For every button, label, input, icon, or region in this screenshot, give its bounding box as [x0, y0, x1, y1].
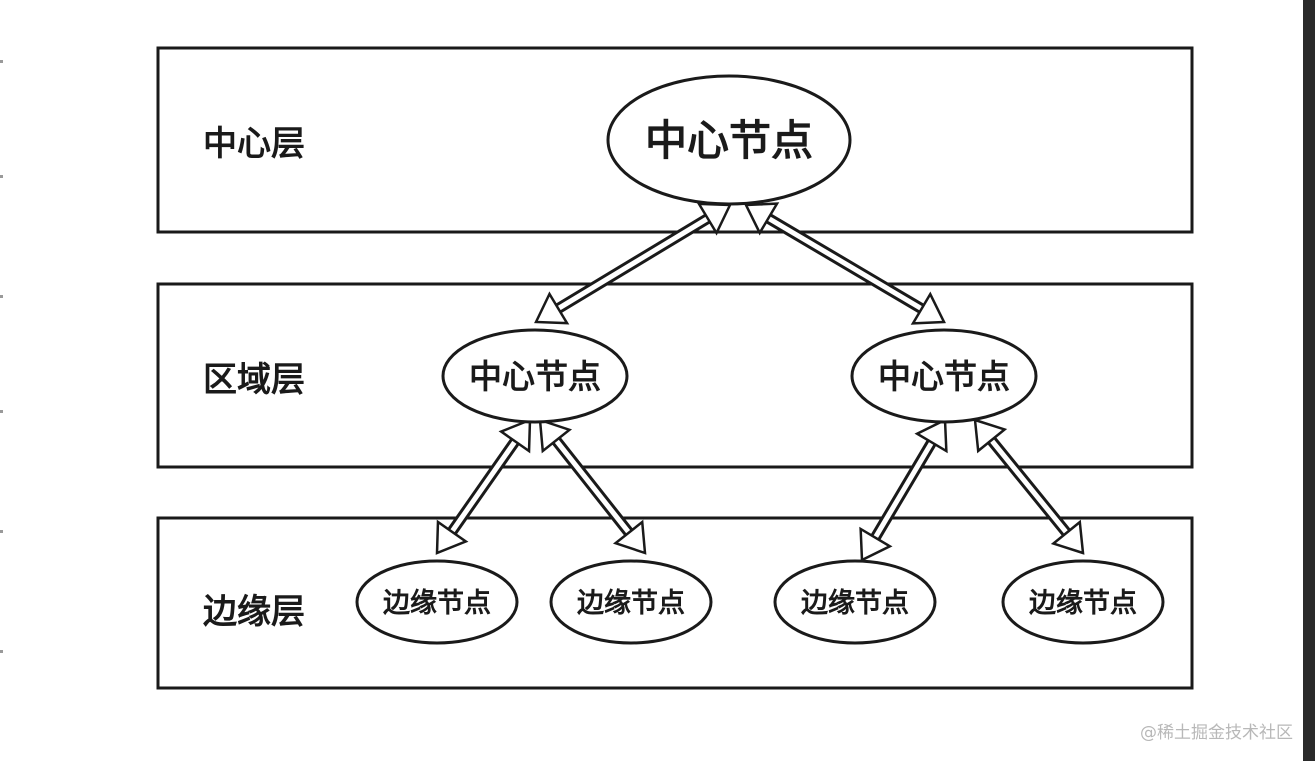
node-edge-3: 边缘节点	[773, 559, 937, 645]
connection-arrow-2	[744, 202, 946, 325]
arrow-head	[435, 519, 469, 555]
node-edge-2: 边缘节点	[549, 559, 713, 645]
arrow-head	[612, 519, 647, 555]
arrow-head	[910, 291, 946, 325]
connection-arrow-5	[859, 418, 948, 562]
connection-arrow-3	[435, 418, 532, 555]
node-region-1: 中心节点	[441, 328, 629, 424]
connection-arrow-6	[973, 418, 1085, 555]
arrow-head	[914, 418, 948, 454]
arrow-head	[538, 418, 573, 454]
layer-label-region: 区域层	[203, 360, 305, 400]
node-label-edge-2: 边缘节点	[577, 588, 685, 619]
arrow-shaft	[873, 441, 934, 539]
node-edge-1: 边缘节点	[355, 559, 519, 645]
arrow-head	[1050, 519, 1085, 555]
arrow-head	[534, 291, 570, 325]
arrow-shaft	[554, 438, 631, 535]
arrow-head	[744, 202, 780, 236]
arrow-shaft	[556, 216, 710, 311]
arrow-shaft	[767, 216, 923, 311]
node-center: 中心节点	[606, 74, 852, 206]
node-region-2: 中心节点	[850, 328, 1038, 424]
node-label-region-1: 中心节点	[469, 357, 601, 396]
watermark: @稀土掘金技术社区	[1140, 723, 1293, 743]
arrow-shaft	[989, 438, 1069, 535]
right-edge-bar	[1303, 0, 1315, 761]
layer-label-center: 中心层	[203, 124, 305, 164]
arrow-head	[498, 418, 532, 454]
connection-arrows	[435, 202, 1085, 562]
arrow-shaft	[449, 439, 518, 534]
node-label-center: 中心节点	[645, 116, 813, 165]
node-label-edge-3: 边缘节点	[801, 588, 909, 619]
node-label-edge-1: 边缘节点	[383, 588, 491, 619]
arrow-head	[973, 418, 1008, 454]
arrow-head	[859, 526, 893, 562]
connection-arrow-4	[538, 418, 647, 555]
node-label-region-2: 中心节点	[878, 357, 1010, 396]
node-edge-4: 边缘节点	[1001, 559, 1165, 645]
node-label-edge-4: 边缘节点	[1029, 588, 1137, 619]
layer-label-edge: 边缘层	[203, 592, 305, 632]
connection-arrow-1	[534, 202, 732, 325]
